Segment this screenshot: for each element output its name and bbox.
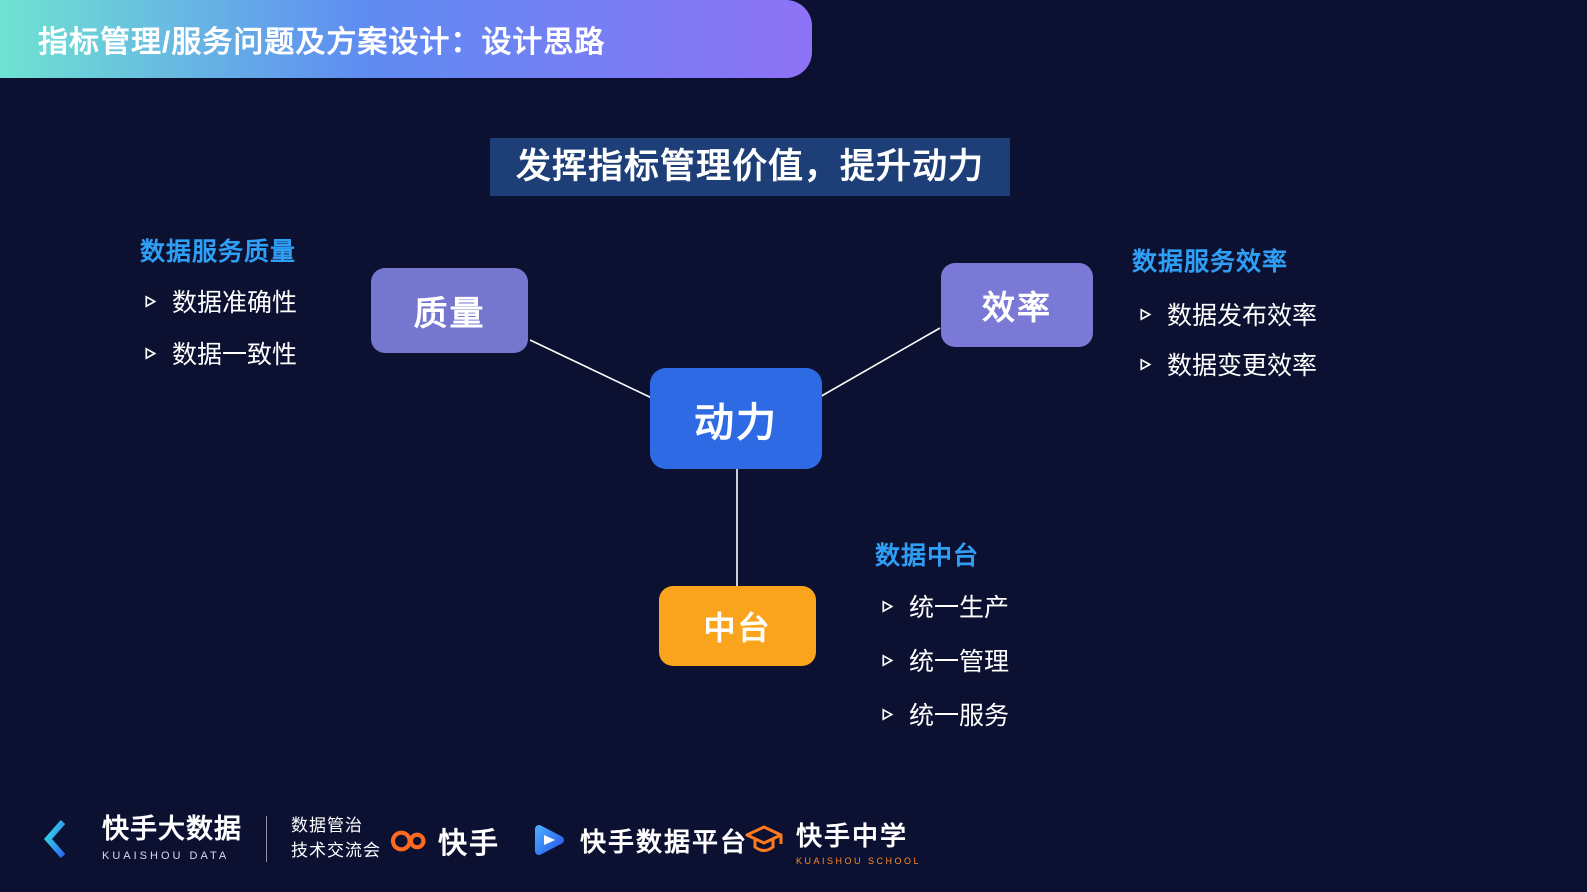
arrow-bullet-icon: [1140, 357, 1152, 371]
platform-group-heading: 数据中台: [875, 542, 980, 570]
school-subtitle: KUAISHOU SCHOOL: [796, 856, 922, 866]
header-title: 指标管理/服务问题及方案设计：设计思路: [38, 26, 606, 59]
platform-item-1: 统一生产: [880, 588, 1009, 624]
school-brand: 快手中学 KUAISHOU SCHOOL: [796, 816, 921, 866]
footer-data-platform: 快手数据平台: [528, 820, 748, 860]
arrow-bullet-icon: [882, 653, 894, 667]
tagline-line-1: 数据管治: [291, 816, 363, 835]
play-triangle-logo-icon: [535, 825, 564, 855]
efficiency-item-2: 数据变更效率: [1138, 346, 1317, 382]
efficiency-item-label: 数据发布效率: [1167, 302, 1318, 330]
quality-item-label: 数据一致性: [172, 341, 298, 369]
node-quality: 质量: [371, 268, 528, 353]
divider: [266, 815, 267, 862]
platform-item-label: 统一管理: [909, 648, 1010, 676]
kuaishou-label: 快手: [438, 828, 501, 860]
node-platform: 中台: [659, 586, 816, 666]
arrow-bullet-icon: [145, 346, 157, 360]
quality-item-1: 数据准确性: [143, 283, 297, 319]
node-efficiency: 效率: [941, 263, 1093, 347]
arrow-bullet-icon: [882, 707, 894, 721]
event-tagline: 数据管治 技术交流会: [291, 814, 381, 863]
kuaishou-logo-icon: [390, 830, 426, 852]
kuaishou-data-logo-icon: [43, 819, 87, 858]
platform-item-label: 统一服务: [909, 702, 1010, 730]
quality-item-label: 数据准确性: [172, 289, 298, 317]
footer-kuaishou: 快手: [388, 820, 500, 862]
platform-item-label: 统一生产: [909, 594, 1010, 622]
arrow-bullet-icon: [145, 294, 157, 308]
tagline-line-2: 技术交流会: [291, 840, 381, 860]
slide-title: 发挥指标管理价值，提升动力: [490, 138, 1011, 196]
efficiency-group-heading: 数据服务效率: [1132, 248, 1289, 276]
efficiency-item-label: 数据变更效率: [1167, 352, 1318, 380]
platform-item-2: 统一管理: [880, 642, 1009, 678]
graduation-cap-logo-icon: [745, 825, 783, 852]
platform-item-3: 统一服务: [880, 696, 1009, 732]
footer-kuaishou-school: 快手中学 KUAISHOU SCHOOL: [742, 816, 921, 866]
kuaishou-data-brand: 快手大数据 KUAISHOU DATA: [102, 815, 242, 862]
arrow-bullet-icon: [1140, 307, 1152, 321]
quality-group-heading: 数据服务质量: [140, 238, 297, 266]
brand-subtitle: KUAISHOU DATA: [102, 849, 230, 862]
footer-kuaishou-data: 快手大数据 KUAISHOU DATA 数据管治 技术交流会: [42, 814, 381, 863]
data-platform-label: 快手数据平台: [580, 826, 749, 857]
efficiency-item-1: 数据发布效率: [1138, 296, 1317, 332]
quality-item-2: 数据一致性: [143, 335, 297, 371]
node-power: 动力: [650, 368, 822, 469]
arrow-bullet-icon: [882, 599, 894, 613]
brand-name: 快手大数据: [102, 814, 242, 845]
header-banner: 指标管理/服务问题及方案设计：设计思路: [0, 0, 812, 78]
school-label: 快手中学: [796, 821, 909, 851]
